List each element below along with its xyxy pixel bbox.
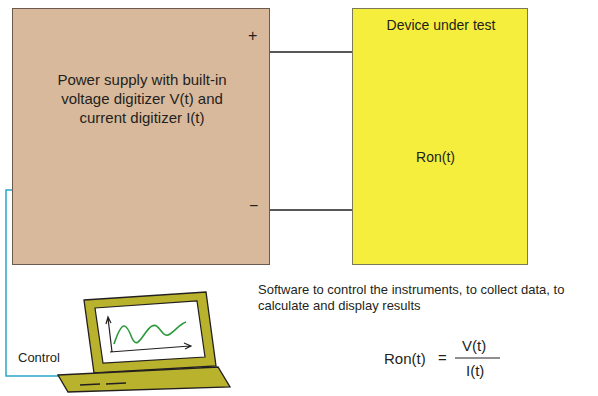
box-text: Power supply with built-in voltage digit… [47,71,237,127]
formula-term: I(t) [466,362,484,380]
laptop-screen [84,292,216,373]
terminal-sign: + [248,26,257,45]
chart-line [114,322,186,344]
wire [270,51,352,52]
wire [270,209,352,210]
device-box: Device under testRon(t) [352,8,528,265]
terminal-sign: − [249,196,258,215]
note-text: Software to control the instruments, to … [258,282,568,313]
power-supply-box: Power supply with built-in voltage digit… [12,8,270,265]
box-text: Device under test [353,17,529,35]
chart-axes [106,317,191,352]
formula-term: V(t) [462,337,486,355]
fraction-bar [455,357,500,358]
keyboard-keys [80,383,126,385]
laptop-display [95,301,205,363]
component-label: Ron(t) [395,149,455,167]
cable-label: Control [18,350,60,366]
formula-term: Ron(t) [384,350,426,368]
formula-sign: = [438,349,447,367]
laptop-base [58,367,230,392]
